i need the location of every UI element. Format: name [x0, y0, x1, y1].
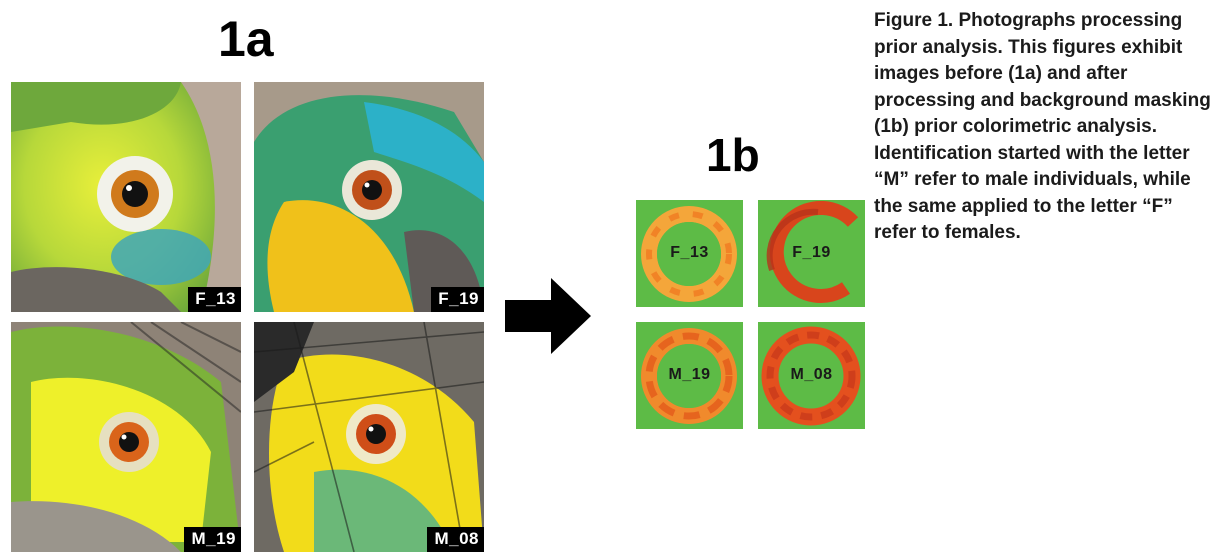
panel-b-label: 1b	[706, 129, 760, 181]
photo-id-label: F_19	[431, 287, 484, 312]
iris-mask-image	[636, 200, 743, 307]
mask-id-label: M_19	[668, 366, 711, 383]
photo-id-label: F_13	[188, 287, 241, 312]
parrot-photo-image	[11, 82, 241, 312]
mask-id-label: M_08	[790, 366, 833, 383]
photo-f13: F_13	[11, 82, 241, 312]
mask-f13: F_13	[636, 200, 743, 307]
iris-mask-image	[758, 322, 865, 429]
panel-a-label: 1a	[218, 11, 274, 67]
photo-m08: M_08	[254, 322, 484, 552]
mask-id-label: F_13	[670, 244, 709, 261]
mask-m08: M_08	[758, 322, 865, 429]
parrot-photo-image	[254, 322, 484, 552]
iris-mask-image	[758, 200, 865, 307]
photo-id-label: M_08	[427, 527, 484, 552]
photo-id-label: M_19	[184, 527, 241, 552]
figure-caption: Figure 1. Photographs processing prior a…	[874, 8, 1214, 247]
caption-title: Figure 1. Photographs processing prior a…	[874, 10, 1183, 58]
mask-id-label: F_19	[792, 244, 831, 261]
parrot-photo-image	[11, 322, 241, 552]
caption-body: This figures exhibit images before (1a) …	[874, 36, 1211, 244]
mask-f19: F_19	[758, 200, 865, 307]
photo-m19: M_19	[11, 322, 241, 552]
arrow-right-icon	[505, 278, 591, 354]
photo-f19: F_19	[254, 82, 484, 312]
iris-mask-image	[636, 322, 743, 429]
parrot-photo-image	[254, 82, 484, 312]
mask-m19: M_19	[636, 322, 743, 429]
